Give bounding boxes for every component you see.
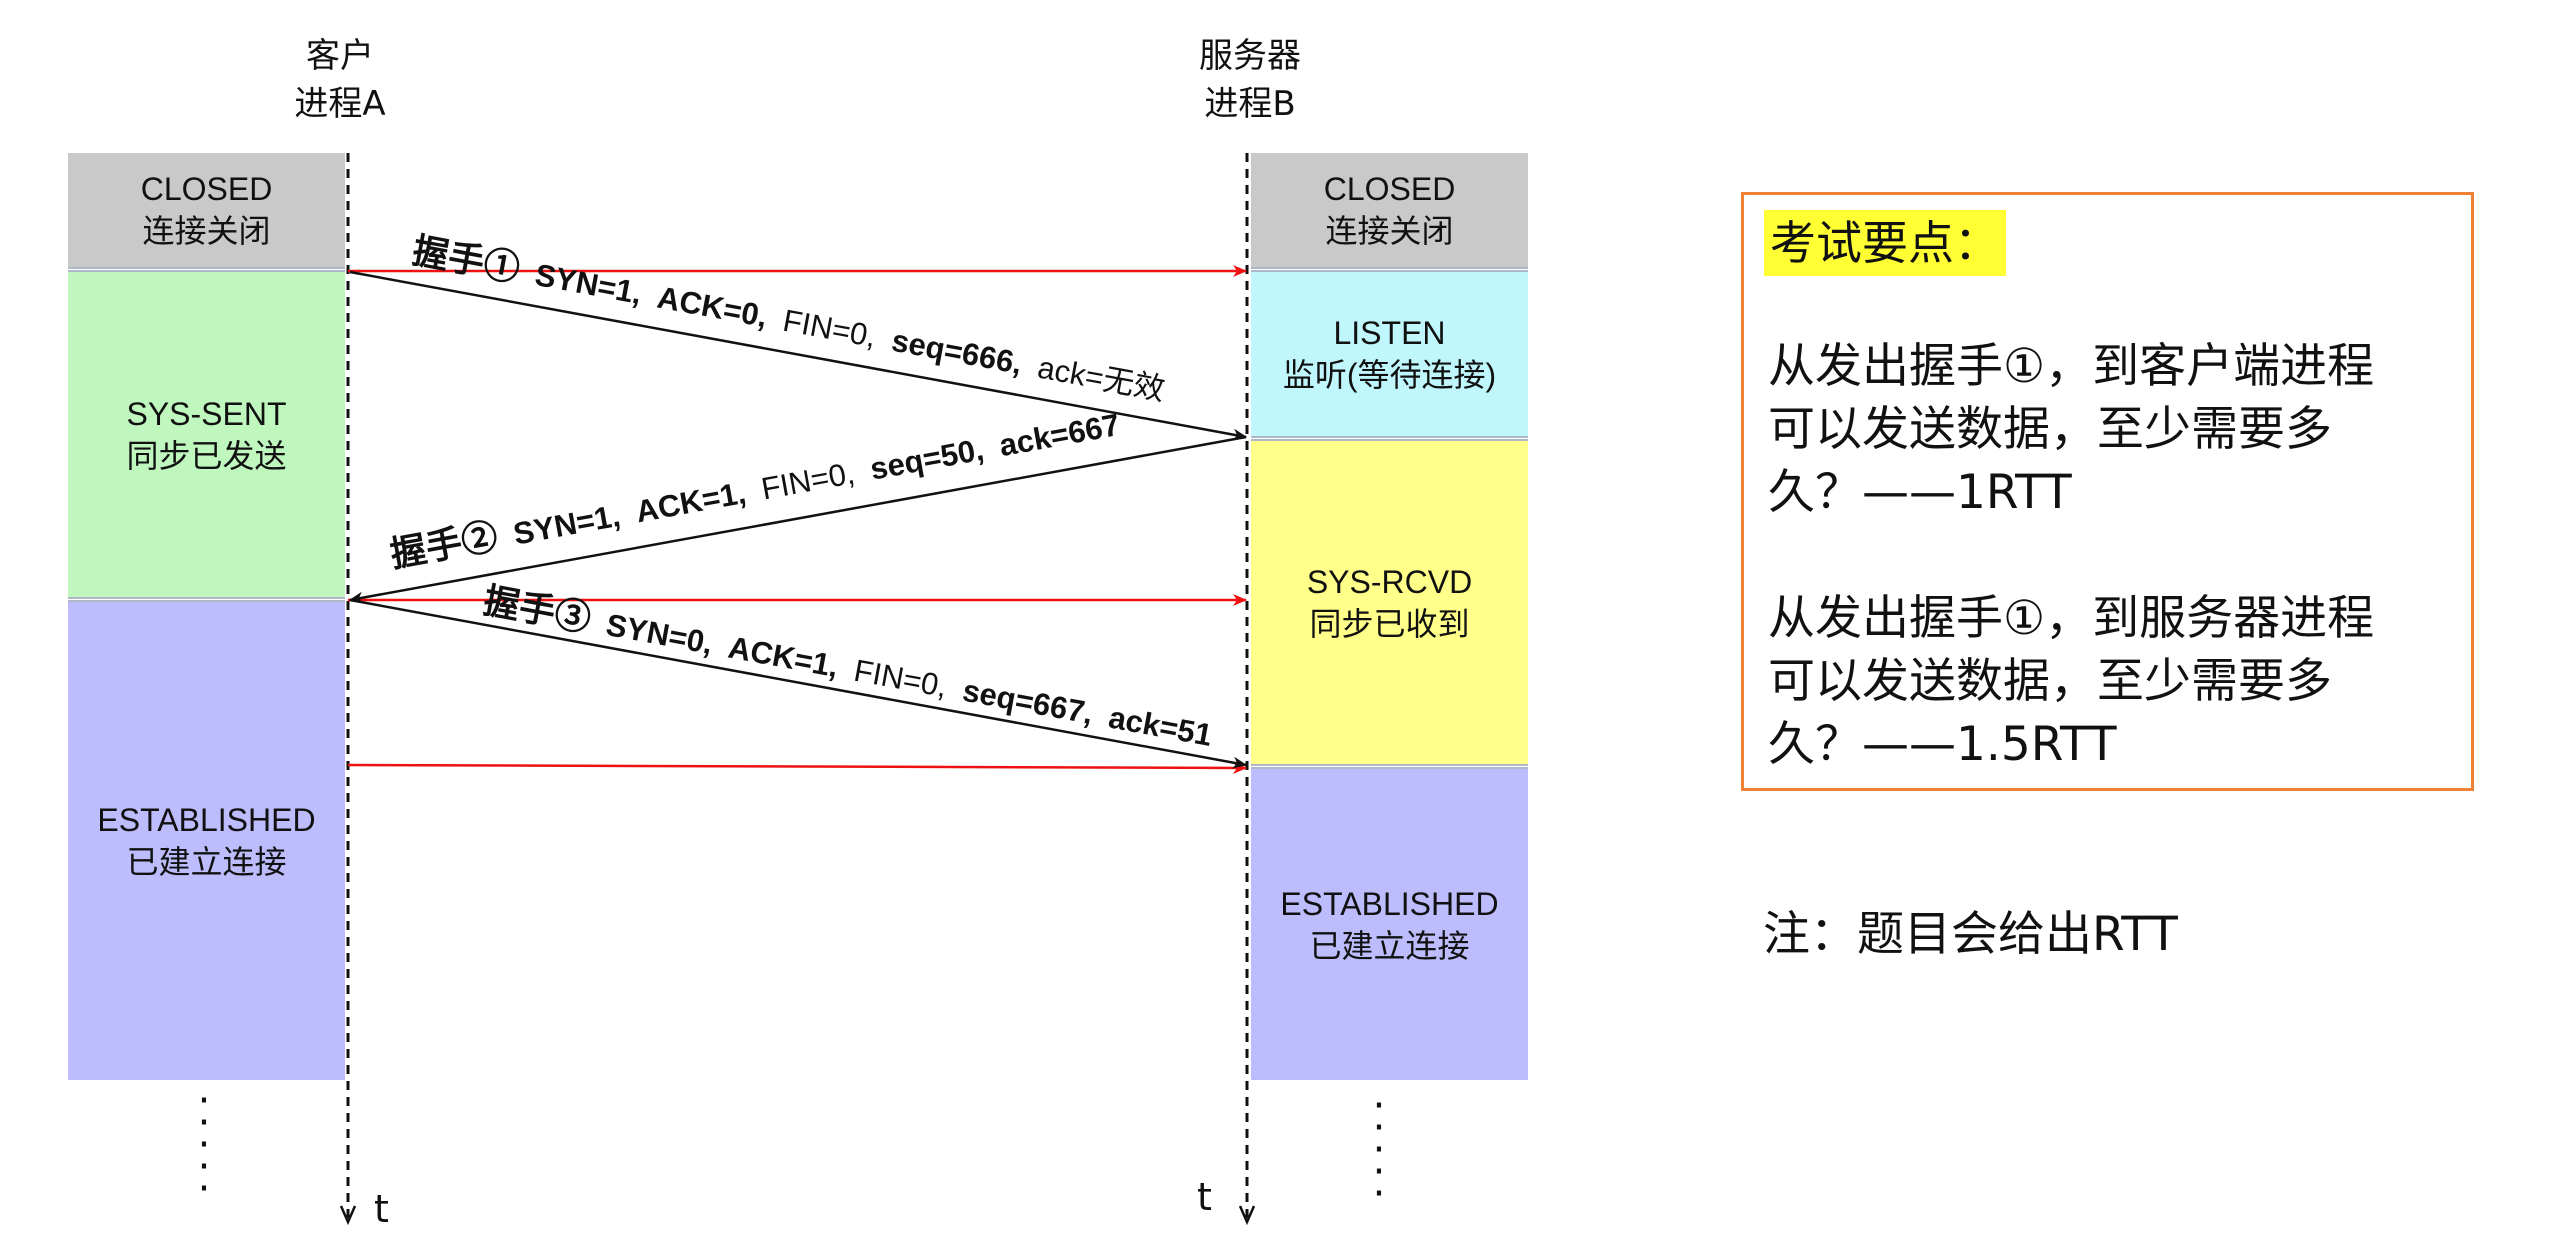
client-time-label: t [374,1187,389,1231]
server-state-closed: CLOSED 连接关闭 [1251,153,1528,267]
server-state-listen-desc: 监听(等待连接) [1282,357,1497,393]
handshake-2-ack: ACK=1, [633,475,749,529]
handshake-3-syn: SYN=0, [603,607,715,661]
handshake-2-label: 握手② SYN=1, ACK=1, FIN=0, seq=50, ack=667 [387,402,1122,575]
server-state-established-desc: 已建立连接 [1309,927,1470,964]
server-time-label: t [1197,1175,1212,1219]
server-process-name: 进程B [1204,84,1296,124]
client-state-established-desc: 已建立连接 [126,844,287,880]
handshake-1-arrow [349,270,1247,441]
handshake-1-ack: ACK=0, [655,280,771,335]
handshake-2-ack-num: ack=667 [997,407,1123,463]
client-process-name: 进程A [294,84,386,124]
server-process-header: 服务器 进程B [1165,32,1335,128]
handshake-2-arrow [349,435,1247,604]
handshake-1-ack-num: ack=无效 [1035,350,1168,408]
server-state-sys-rcvd-desc: 同步已收到 [1309,605,1470,642]
client-state-sys-sent-desc: 同步已发送 [126,437,287,474]
exam-points-title: 考试要点： [1764,210,2006,276]
handshake-diagram: 握手① SYN=1, ACK=0, FIN=0, seq=666, ack=无效… [339,153,1256,1226]
handshake-3-seq: seq=667, [960,673,1096,731]
client-state-established: ESTABLISHED 已建立连接 [68,602,345,1080]
handshake-1-syn: SYN=1, [532,257,644,311]
red-arrow-3 [347,761,1247,774]
client-process-header: 客户 进程A [265,32,415,128]
exam-points-box: 考试要点： 从发出握手①，到客户端进程 可以发送数据，至少需要多 久？——1RT… [1741,192,2474,791]
client-state-closed-desc: 连接关闭 [142,213,271,249]
client-state-established-name: ESTABLISHED [97,802,316,838]
handshake-1-fin: FIN=0, [780,303,879,354]
server-state-listen-name: LISTEN [1333,315,1446,351]
rtt-note: 注：题目会给出RTT [1763,907,2178,962]
handshake-2-fin: FIN=0, [759,455,858,506]
server-process-title: 服务器 [1199,36,1301,76]
exam-question-server: 从发出握手①，到服务器进程 可以发送数据，至少需要多 久？——1.5RTT [1768,591,2375,772]
handshake-2-name: 握手② [387,515,501,575]
exam-question-client: 从发出握手①，到客户端进程 可以发送数据，至少需要多 久？——1RTT [1768,339,2375,520]
handshake-3-ack-num: ack=51 [1106,700,1215,753]
server-continuation-dots: ····· [1372,1083,1386,1217]
server-state-listen: LISTEN 监听(等待连接) [1251,272,1528,436]
server-state-sys-rcvd: SYS-RCVD 同步已收到 [1251,441,1528,764]
handshake-3-name: 握手③ [481,580,595,640]
handshake-3-ack: ACK=1, [726,630,842,685]
handshake-2-seq: seq=50, [867,432,986,487]
client-continuation-dots: ····· [197,1078,211,1212]
handshake-1-name: 握手① [410,230,524,290]
server-timeline-arrow [1238,1205,1256,1226]
server-state-sys-rcvd-name: SYS-RCVD [1306,563,1473,600]
client-state-sys-sent: SYS-SENT 同步已发送 [68,272,345,597]
handshake-1-label: 握手① SYN=1, ACK=0, FIN=0, seq=666, ack=无效 [410,230,1169,409]
server-state-established: ESTABLISHED 已建立连接 [1251,769,1528,1080]
handshake-3-fin: FIN=0, [851,653,950,704]
server-state-established-name: ESTABLISHED [1280,885,1499,922]
client-timeline-arrow [339,1205,357,1226]
client-state-closed: CLOSED 连接关闭 [68,153,345,267]
client-state-sys-sent-name: SYS-SENT [126,395,287,432]
handshake-3-arrow [349,598,1247,769]
client-state-closed-name: CLOSED [140,171,273,207]
handshake-1-seq: seq=666, [889,323,1025,381]
handshake-2-syn: SYN=1, [511,498,623,552]
handshake-3-label: 握手③ SYN=0, ACK=1, FIN=0, seq=667, ack=51 [481,580,1216,754]
server-state-closed-desc: 连接关闭 [1325,213,1454,249]
client-process-title: 客户 [306,36,374,76]
server-state-closed-name: CLOSED [1323,171,1456,207]
